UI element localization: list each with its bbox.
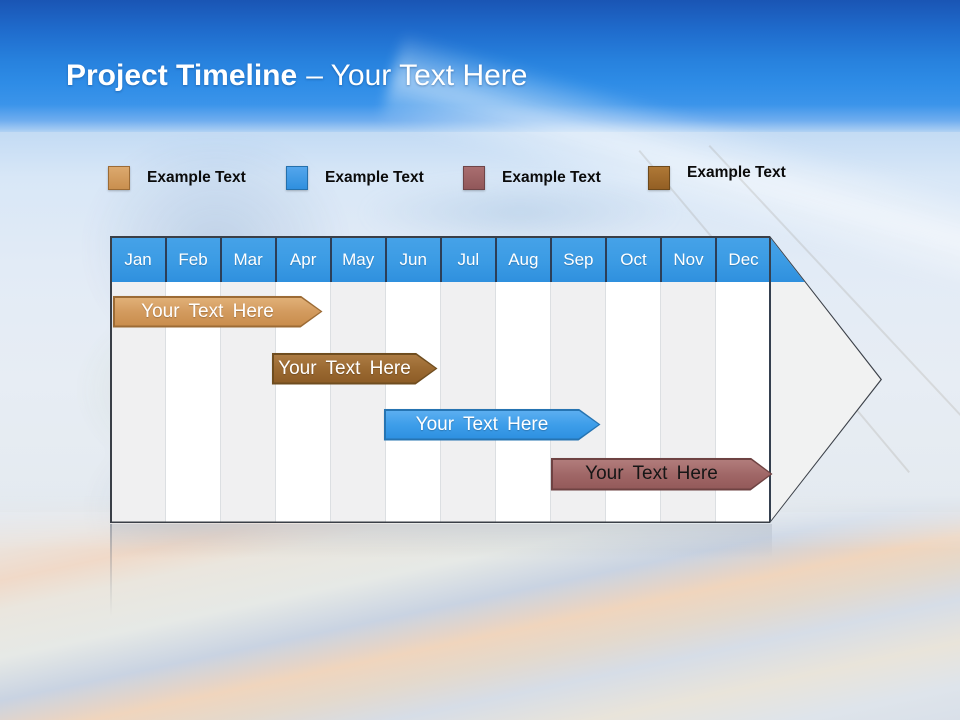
legend-swatch xyxy=(286,166,308,190)
grid-column xyxy=(331,281,387,522)
legend-label: Example Text xyxy=(147,169,246,186)
month-cell[interactable]: Mar xyxy=(222,237,277,282)
title-secondary: – Your Text Here xyxy=(306,59,528,92)
timeline-chart-arrow[interactable]: Jan Feb Mar Apr May Jun Jul Aug Sep Oct … xyxy=(110,236,882,523)
timeline-chart-body: Jan Feb Mar Apr May Jun Jul Aug Sep Oct … xyxy=(111,237,881,522)
legend-swatch xyxy=(108,166,130,190)
bar-label: Your Text Here xyxy=(415,413,549,435)
slide-title[interactable]: Project Timeline– Your Text Here xyxy=(66,56,527,96)
legend-item[interactable]: Example Text xyxy=(286,165,424,191)
timeline-bar-4[interactable]: Your Text Here xyxy=(551,458,773,491)
chart-edge-reflection xyxy=(110,524,112,616)
legend-item[interactable]: Example Text xyxy=(648,164,786,191)
legend-swatch xyxy=(463,166,485,190)
timeline-bar-fill: Your Text Here xyxy=(553,460,771,489)
month-cell[interactable]: Apr xyxy=(277,237,332,282)
month-cell[interactable]: Jan xyxy=(112,237,167,282)
timeline-bar-fill: Your Text Here xyxy=(115,298,321,326)
month-cell[interactable]: Feb xyxy=(167,237,222,282)
month-cell[interactable]: Nov xyxy=(662,237,718,282)
timeline-bar-fill: Your Text Here xyxy=(386,411,599,439)
title-primary: Project Timeline xyxy=(66,59,298,92)
timeline-bar-1[interactable]: Your Text Here xyxy=(113,296,323,328)
month-cell[interactable]: Oct xyxy=(607,237,662,282)
grid-column xyxy=(496,281,552,522)
chart-reflection xyxy=(110,524,772,558)
month-cell[interactable]: Jul xyxy=(442,237,497,282)
bar-label: Your Text Here xyxy=(278,357,411,379)
month-cell[interactable]: May xyxy=(332,237,387,282)
arrowhead-divider-line xyxy=(768,237,771,522)
month-cell[interactable]: Aug xyxy=(497,237,552,282)
month-cell[interactable]: Jun xyxy=(387,237,442,282)
legend: Example Text Example Text Example Text E… xyxy=(0,164,960,193)
legend-item[interactable]: Example Text xyxy=(463,165,601,191)
legend-item[interactable]: Example Text xyxy=(108,165,246,191)
legend-label: Example Text xyxy=(502,169,601,186)
timeline-bar-3[interactable]: Your Text Here xyxy=(384,409,601,441)
legend-swatch xyxy=(648,166,670,190)
grid-column xyxy=(441,281,497,522)
legend-label: Example Text xyxy=(325,169,424,186)
month-header: Jan Feb Mar Apr May Jun Jul Aug Sep Oct … xyxy=(112,237,771,282)
bar-label: Your Text Here xyxy=(585,463,718,484)
legend-label: Example Text xyxy=(687,164,786,181)
timeline-bar-2[interactable]: Your Text Here xyxy=(272,353,438,385)
timeline-bar-fill: Your Text Here xyxy=(274,355,436,383)
month-cell[interactable]: Dec xyxy=(728,249,759,269)
bar-label: Your Text Here xyxy=(141,300,274,322)
grid-column xyxy=(386,281,442,522)
chart-grid xyxy=(111,281,771,522)
background-motion-streaks xyxy=(0,495,960,720)
month-cell[interactable]: Sep xyxy=(552,237,607,282)
